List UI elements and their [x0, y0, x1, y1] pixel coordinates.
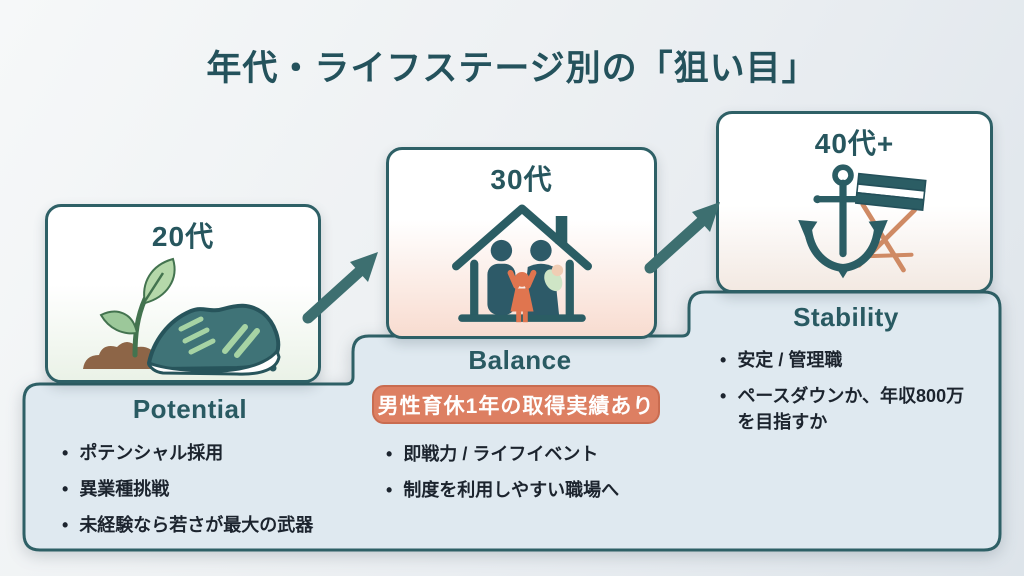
card-40s-age-label: 40代+ — [814, 128, 895, 159]
sprout-sneaker-icon — [83, 257, 281, 376]
bullet-item: 異業種挑戦 — [62, 476, 313, 502]
card-20s-age-label: 20代 — [151, 221, 215, 252]
card-40s: 40代+ — [716, 111, 993, 293]
growth-arrow-icon — [644, 202, 720, 274]
potential-bullet-list: ポテンシャル採用 異業種挑戦 未経験なら若さが最大の武器 — [62, 440, 313, 548]
stability-bullet-list: 安定 / 管理職 ペースダウンか、年収800万を目指すか — [720, 347, 969, 445]
bullet-item: 即戦力 / ライフイベント — [386, 441, 619, 467]
bullet-item: 未経験なら若さが最大の武器 — [62, 512, 313, 538]
bullet-item: ポテンシャル採用 — [62, 440, 313, 466]
card-30s: 30代 — [386, 147, 657, 339]
family-house-icon — [451, 204, 592, 323]
bullet-item: 安定 / 管理職 — [720, 347, 969, 373]
card-20s: 20代 — [45, 204, 321, 383]
card-30s-age-label: 30代 — [490, 164, 553, 195]
bullet-item: ペースダウンか、年収800万を目指すか — [720, 383, 969, 435]
bullet-item: 制度を利用しやすい職場へ — [386, 477, 619, 503]
balance-heading: Balance — [468, 345, 572, 375]
stability-heading: Stability — [793, 302, 899, 332]
paternity-leave-badge: 男性育休1年の取得実績あり — [372, 385, 660, 424]
page-title: 年代・ライフステージ別の「狙い目」 — [206, 49, 818, 88]
growth-arrow-icon — [302, 252, 378, 324]
balance-bullet-list: 即戦力 / ライフイベント 制度を利用しやすい職場へ — [386, 441, 619, 513]
potential-heading: Potential — [132, 394, 248, 424]
anchor-director-chair-icon — [797, 164, 927, 279]
